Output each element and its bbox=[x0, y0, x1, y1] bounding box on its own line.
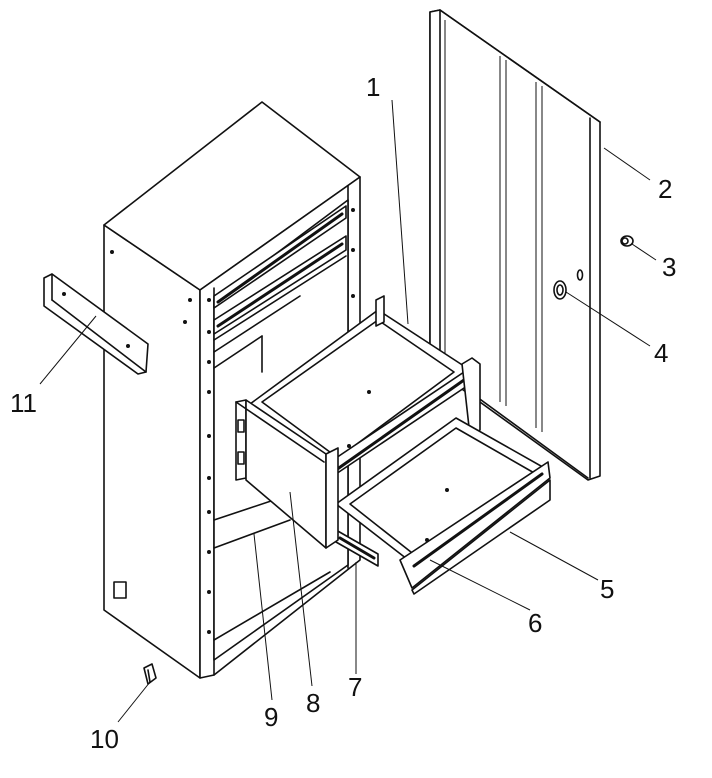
callout-3: 3 bbox=[662, 252, 676, 282]
callout-labels: 1 2 3 4 5 6 7 8 9 10 11 bbox=[10, 72, 676, 754]
leader-lines bbox=[39, 99, 657, 723]
leader-11 bbox=[39, 315, 97, 385]
upper-open-drawer bbox=[249, 295, 481, 479]
callout-2: 2 bbox=[658, 174, 672, 204]
leader-3 bbox=[631, 243, 657, 261]
leader-6 bbox=[429, 559, 531, 611]
callout-10: 10 bbox=[90, 724, 119, 754]
drawer-front-panel bbox=[235, 399, 339, 549]
leader-10 bbox=[117, 681, 151, 723]
callout-1: 1 bbox=[366, 72, 380, 102]
callout-11: 11 bbox=[10, 388, 37, 418]
callout-9: 9 bbox=[264, 702, 278, 732]
leader-8 bbox=[289, 491, 313, 687]
door-knob bbox=[620, 235, 634, 247]
callout-5: 5 bbox=[600, 574, 614, 604]
door-lock bbox=[553, 280, 567, 300]
callout-4: 4 bbox=[654, 338, 668, 368]
leader-4 bbox=[565, 291, 651, 347]
leader-2 bbox=[603, 147, 651, 181]
wall-bracket bbox=[43, 273, 149, 375]
door-panel bbox=[429, 9, 601, 481]
door-hole bbox=[576, 269, 584, 281]
leader-5 bbox=[509, 531, 599, 581]
callout-7: 7 bbox=[348, 672, 362, 702]
small-clip bbox=[143, 663, 157, 685]
callout-8: 8 bbox=[306, 688, 320, 718]
front-holes bbox=[110, 208, 355, 634]
callout-6: 6 bbox=[528, 608, 542, 638]
lower-open-drawer bbox=[335, 417, 551, 595]
upper-drawers bbox=[213, 205, 347, 373]
leader-1 bbox=[391, 99, 409, 325]
side-latch bbox=[113, 581, 127, 599]
leader-9 bbox=[253, 533, 273, 701]
